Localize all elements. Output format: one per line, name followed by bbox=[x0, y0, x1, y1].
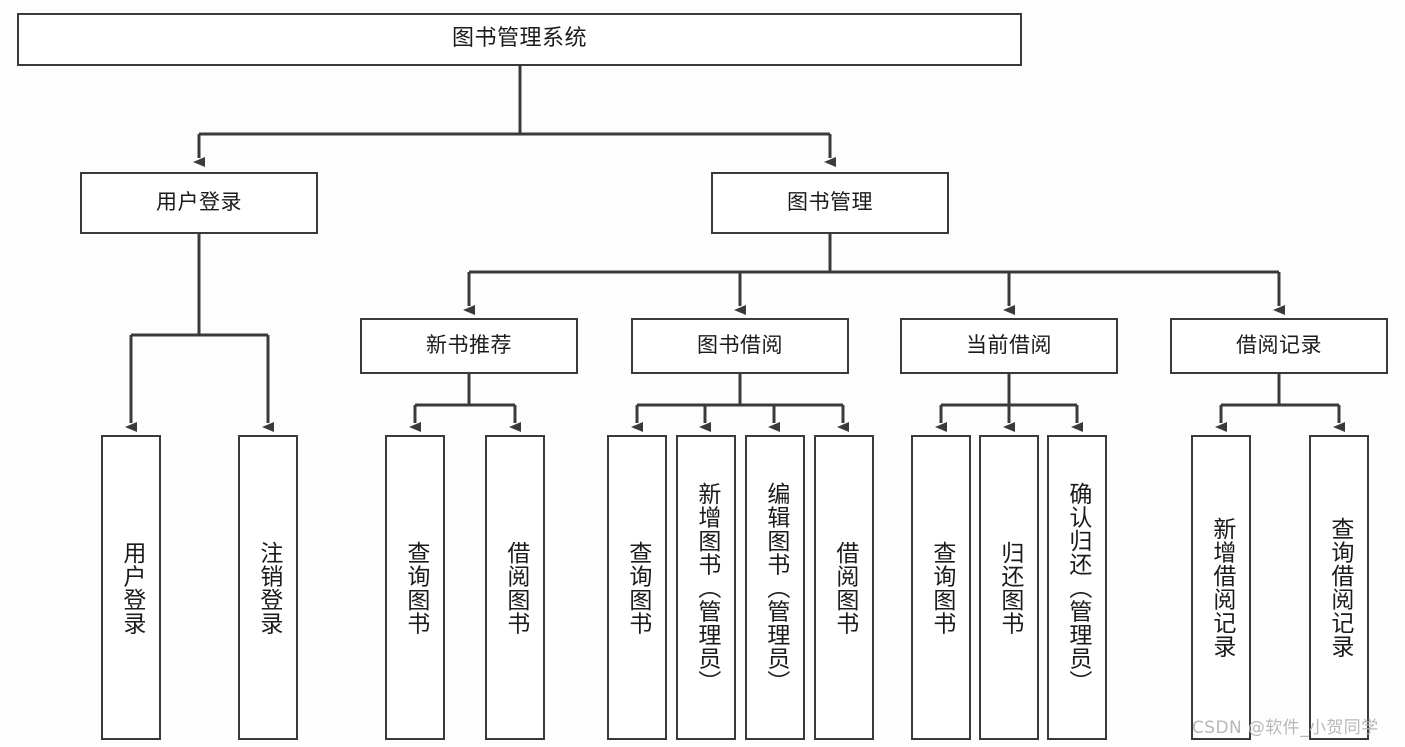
leaf-book-borrow-query-book[interactable]: 查询图书 bbox=[607, 435, 667, 740]
leaf-book-borrow-borrow-book[interactable]: 借阅图书 bbox=[814, 435, 874, 740]
node-label: 新增图书（管理员） bbox=[693, 481, 720, 694]
node-label: 查询图书 bbox=[624, 540, 651, 635]
leaf-book-borrow-edit-book-admin[interactable]: 编辑图书（管理员） bbox=[745, 435, 805, 740]
leaf-current-borrow-query-book[interactable]: 查询图书 bbox=[911, 435, 971, 740]
leaf-new-book-query-book[interactable]: 查询图书 bbox=[385, 435, 445, 740]
node-current-borrow[interactable]: 当前借阅 bbox=[900, 318, 1118, 374]
node-label: 借阅图书 bbox=[831, 540, 858, 635]
node-label: 图书管理系统 bbox=[451, 26, 587, 52]
node-new-book-recommend[interactable]: 新书推荐 bbox=[360, 318, 578, 374]
node-label: 当前借阅 bbox=[966, 333, 1052, 358]
node-label: 新书推荐 bbox=[426, 333, 512, 358]
node-label: 新增借阅记录 bbox=[1208, 517, 1235, 658]
node-label: 归还图书 bbox=[996, 540, 1023, 635]
node-book-management[interactable]: 图书管理 bbox=[711, 172, 949, 234]
node-label: 查询图书 bbox=[928, 540, 955, 635]
node-label: 图书借阅 bbox=[697, 333, 783, 358]
leaf-current-borrow-return-book[interactable]: 归还图书 bbox=[979, 435, 1039, 740]
node-label: 借阅图书 bbox=[502, 540, 529, 635]
node-label: 编辑图书（管理员） bbox=[762, 481, 789, 694]
leaf-user-login-login[interactable]: 用户登录 bbox=[101, 435, 161, 740]
node-user-login[interactable]: 用户登录 bbox=[80, 172, 318, 234]
leaf-new-book-borrow-book[interactable]: 借阅图书 bbox=[485, 435, 545, 740]
node-label: 图书管理 bbox=[787, 190, 873, 215]
leaf-borrow-record-add-record[interactable]: 新增借阅记录 bbox=[1191, 435, 1251, 740]
leaf-current-borrow-confirm-return-admin[interactable]: 确认归还（管理员） bbox=[1047, 435, 1107, 740]
leaf-borrow-record-query-record[interactable]: 查询借阅记录 bbox=[1309, 435, 1369, 740]
csdn-watermark: CSDN @软件_小贺同学 bbox=[1192, 718, 1379, 738]
node-label: 查询图书 bbox=[402, 540, 429, 635]
node-label: 用户登录 bbox=[156, 190, 242, 215]
leaf-user-login-logout[interactable]: 注销登录 bbox=[238, 435, 298, 740]
node-label: 借阅记录 bbox=[1236, 333, 1322, 358]
leaf-book-borrow-add-book-admin[interactable]: 新增图书（管理员） bbox=[676, 435, 736, 740]
node-label: 查询借阅记录 bbox=[1326, 517, 1353, 658]
node-root-book-management-system[interactable]: 图书管理系统 bbox=[17, 13, 1022, 66]
node-label: 用户登录 bbox=[118, 540, 145, 635]
node-borrow-record[interactable]: 借阅记录 bbox=[1170, 318, 1388, 374]
node-label: 确认归还（管理员） bbox=[1064, 481, 1091, 694]
node-book-borrow[interactable]: 图书借阅 bbox=[631, 318, 849, 374]
node-label: 注销登录 bbox=[255, 540, 282, 635]
